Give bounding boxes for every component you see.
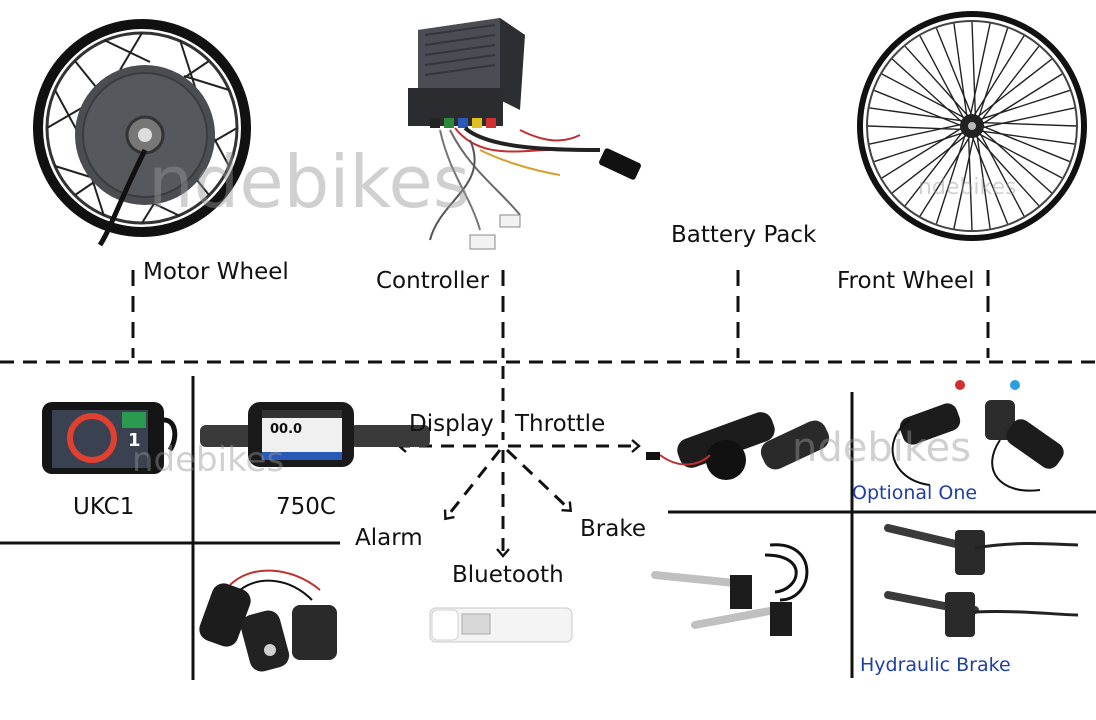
optional-throttle-image xyxy=(891,380,1064,492)
throttle-image xyxy=(646,412,830,480)
grid-lines xyxy=(0,376,1096,680)
watermark-front-wheel: ndebikes xyxy=(918,175,1017,200)
label-alarm: Alarm xyxy=(355,525,423,551)
front-wheel-image xyxy=(857,11,1087,241)
hydraulic-brake-image xyxy=(884,524,1079,637)
top-connectors xyxy=(131,270,990,358)
bluetooth-dongle-image xyxy=(429,607,573,643)
label-750c: 750C xyxy=(276,494,336,520)
label-throttle: Throttle xyxy=(515,411,606,437)
label-bluetooth: Bluetooth xyxy=(452,562,564,588)
watermark-large: ndebikes xyxy=(148,140,471,224)
c750-screen-value: 00.0 xyxy=(270,422,303,437)
mechanical-brake-image xyxy=(651,543,809,636)
motor-wheel-image xyxy=(33,19,251,247)
label-brake: Brake xyxy=(580,516,646,542)
label-ukc1: UKC1 xyxy=(73,494,135,520)
ukc1-display-image xyxy=(42,402,178,474)
alarm-image xyxy=(199,569,337,672)
c750-display-image xyxy=(200,402,430,467)
controller-image xyxy=(408,18,641,250)
label-optional-one: Optional One xyxy=(852,482,978,504)
label-display: Display xyxy=(409,411,494,437)
label-battery-pack: Battery Pack xyxy=(671,222,817,248)
label-front-wheel: Front Wheel xyxy=(837,268,975,294)
watermark-throttle: ndebikes xyxy=(792,425,972,471)
watermark-display: ndebikes xyxy=(132,440,285,480)
ukc1-screen-value: 1 xyxy=(128,430,141,451)
label-controller: Controller xyxy=(376,268,490,294)
label-hydraulic-brake: Hydraulic Brake xyxy=(860,654,1011,676)
label-motor-wheel: Motor Wheel xyxy=(143,259,289,285)
hub-arrows xyxy=(397,366,641,558)
